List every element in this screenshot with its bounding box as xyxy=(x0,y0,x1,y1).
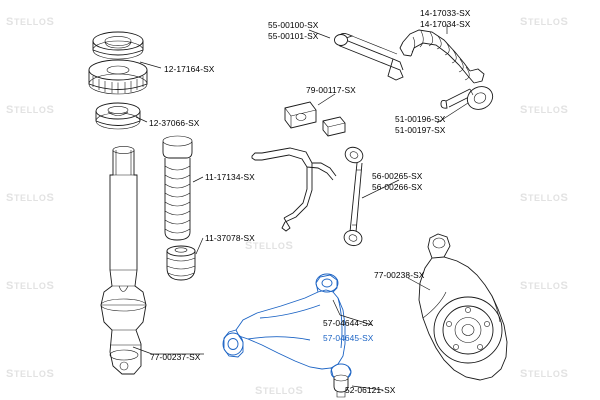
part-label: 77-00238-SX xyxy=(374,270,425,280)
part-dust-boot xyxy=(162,135,193,241)
watermark: STELLOS xyxy=(255,385,304,397)
watermark: STELLOS xyxy=(520,104,569,116)
watermark: STELLOS xyxy=(6,368,55,380)
part-label: 14-17033-SX 14-17034-SX xyxy=(420,8,471,29)
part-stabilizer-link xyxy=(343,146,364,247)
part-strut-assembly xyxy=(100,146,147,375)
part-label: 11-17134-SX xyxy=(205,172,255,182)
part-stabilizer-bushing xyxy=(284,101,346,137)
part-bump-stop xyxy=(166,245,196,281)
part-label: 11-37078-SX xyxy=(205,233,255,243)
watermark: STELLOS xyxy=(520,280,569,292)
part-label: 51-00196-SX 51-00197-SX xyxy=(395,114,446,135)
part-label: 55-00100-SX 55-00101-SX xyxy=(268,20,319,41)
part-label: 12-37066-SX xyxy=(149,118,200,128)
watermark: STELLOS xyxy=(6,192,55,204)
part-label-highlighted: 57-04645-SX xyxy=(323,333,374,343)
part-label: 79-00117-SX xyxy=(306,85,356,95)
leader-lines xyxy=(132,24,469,391)
part-steering-knuckle xyxy=(418,233,508,381)
watermark: STELLOS xyxy=(6,104,55,116)
part-label: 57-04644-SX xyxy=(323,318,374,328)
watermark: STELLOS xyxy=(6,280,55,292)
part-label: 56-00265-SX 56-00266-SX xyxy=(372,171,423,192)
watermark: STELLOS xyxy=(520,368,569,380)
watermark: STELLOS xyxy=(520,192,569,204)
watermark: STELLOS xyxy=(6,16,55,28)
part-spring-seat-group xyxy=(95,102,141,130)
part-ball-joint xyxy=(333,374,349,398)
part-label: 77-00237-SX xyxy=(150,352,201,362)
watermark: STELLOS xyxy=(520,16,569,28)
part-inner-tie-rod xyxy=(334,32,404,81)
part-label: 52-06121-SX xyxy=(345,385,396,395)
part-label: 12-17164-SX xyxy=(164,64,215,74)
part-anti-roll-bar xyxy=(251,147,337,232)
part-strut-mount-group xyxy=(92,31,144,60)
part-bearing-group xyxy=(88,59,148,95)
watermark: STELLOS xyxy=(245,240,294,252)
part-rack-boot xyxy=(399,29,485,84)
part-outer-tie-rod-end xyxy=(440,86,494,110)
